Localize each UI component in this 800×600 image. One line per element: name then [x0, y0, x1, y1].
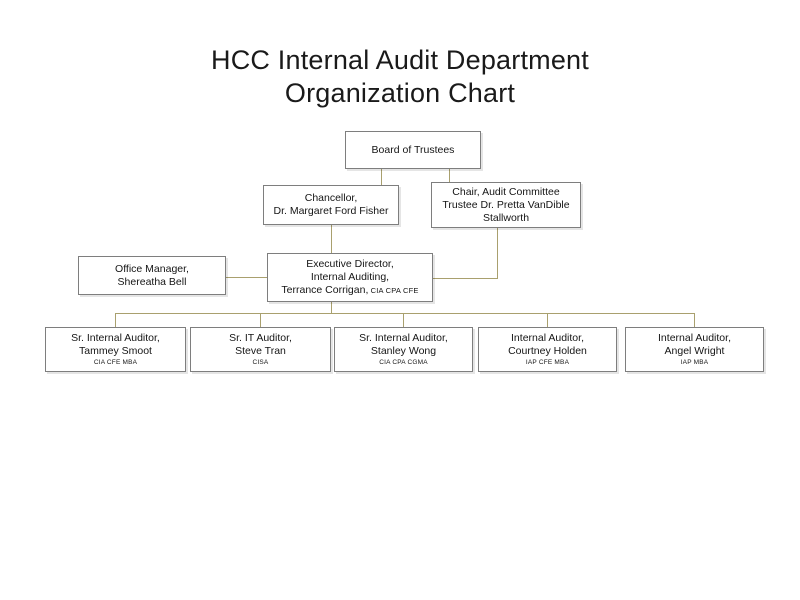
node-person-name: Courtney Holden — [508, 345, 587, 357]
node-line: Chancellor, — [304, 192, 358, 204]
node-office-manager[interactable]: Office Manager, Shereatha Bell — [78, 256, 226, 295]
node-line: Trustee Dr. Pretta VanDible — [442, 198, 570, 211]
connector-bus-bar — [115, 313, 695, 314]
node-credentials: IAP CFE MBA — [525, 359, 570, 366]
node-title: Internal Auditor, — [658, 332, 731, 344]
node-line: Board of Trustees — [371, 143, 455, 156]
node-auditor-courtney-holden[interactable]: Internal Auditor, Courtney Holden IAP CF… — [478, 327, 617, 372]
node-person-name: Steve Tran — [235, 345, 286, 357]
node-credentials: IAP MBA — [680, 359, 709, 366]
node-line: Executive Director, — [306, 258, 394, 270]
node-credentials-text: CIA CPA CFE — [370, 286, 419, 295]
node-board-of-trustees[interactable]: Board of Trustees — [345, 131, 481, 169]
node-person-name: Tammey Smoot — [79, 345, 152, 357]
connector-chancellor-to-exec-dir — [331, 225, 332, 253]
node-auditor-steve-tran[interactable]: Sr. IT Auditor, Steve Tran CISA — [190, 327, 331, 372]
node-person-name: Stanley Wong — [370, 345, 437, 357]
node-auditor-stanley-wong[interactable]: Sr. Internal Auditor, Stanley Wong CIA C… — [334, 327, 473, 372]
node-line: Shereatha Bell — [117, 275, 187, 288]
connector-board-to-audit-chair — [449, 169, 450, 182]
connector-bus-to-auditor-0 — [115, 313, 116, 327]
node-credentials: CIA CPA CGMA — [379, 359, 428, 366]
page-title: HCC Internal Audit Department Organizati… — [211, 45, 589, 108]
node-line: Internal Auditing, — [310, 271, 390, 283]
connector-board-to-chancellor — [381, 169, 382, 185]
node-title: Internal Auditor, — [511, 332, 584, 344]
node-executive-director[interactable]: Executive Director, Internal Auditing, T… — [267, 253, 433, 302]
connector-bus-to-auditor-2 — [403, 313, 404, 327]
connector-exec-dir-to-bus — [331, 302, 332, 314]
node-chancellor[interactable]: Chancellor, Dr. Margaret Ford Fisher — [263, 185, 399, 225]
connector-bus-to-auditor-4 — [694, 313, 695, 327]
node-name-line: Terrance Corrigan, CIA CPA CFE — [281, 284, 418, 297]
node-credentials: CISA — [252, 359, 269, 366]
connector-audit-chair-to-exec-dir — [433, 278, 498, 279]
connector-office-mgr-to-exec-dir — [226, 277, 267, 278]
node-title: Sr. IT Auditor, — [229, 332, 292, 344]
node-line: Stallworth — [482, 211, 530, 224]
node-auditor-tammey-smoot[interactable]: Sr. Internal Auditor, Tammey Smoot CIA C… — [45, 327, 186, 372]
node-person-name: Terrance Corrigan, — [281, 284, 369, 296]
node-title: Sr. Internal Auditor, — [71, 332, 160, 344]
node-line: Office Manager, — [115, 262, 189, 275]
node-person-name: Angel Wright — [664, 345, 725, 357]
connector-bus-to-auditor-1 — [260, 313, 261, 327]
node-credentials: CIA CFE MBA — [93, 359, 138, 366]
connector-audit-chair-drop — [497, 228, 498, 278]
node-title: Sr. Internal Auditor, — [359, 332, 448, 344]
connector-bus-to-auditor-3 — [547, 313, 548, 327]
node-auditor-angel-wright[interactable]: Internal Auditor, Angel Wright IAP MBA — [625, 327, 764, 372]
node-line: Chair, Audit Committee — [452, 185, 560, 198]
node-line: Dr. Margaret Ford Fisher — [273, 205, 389, 217]
node-audit-committee-chair[interactable]: Chair, Audit Committee Trustee Dr. Prett… — [431, 182, 581, 228]
